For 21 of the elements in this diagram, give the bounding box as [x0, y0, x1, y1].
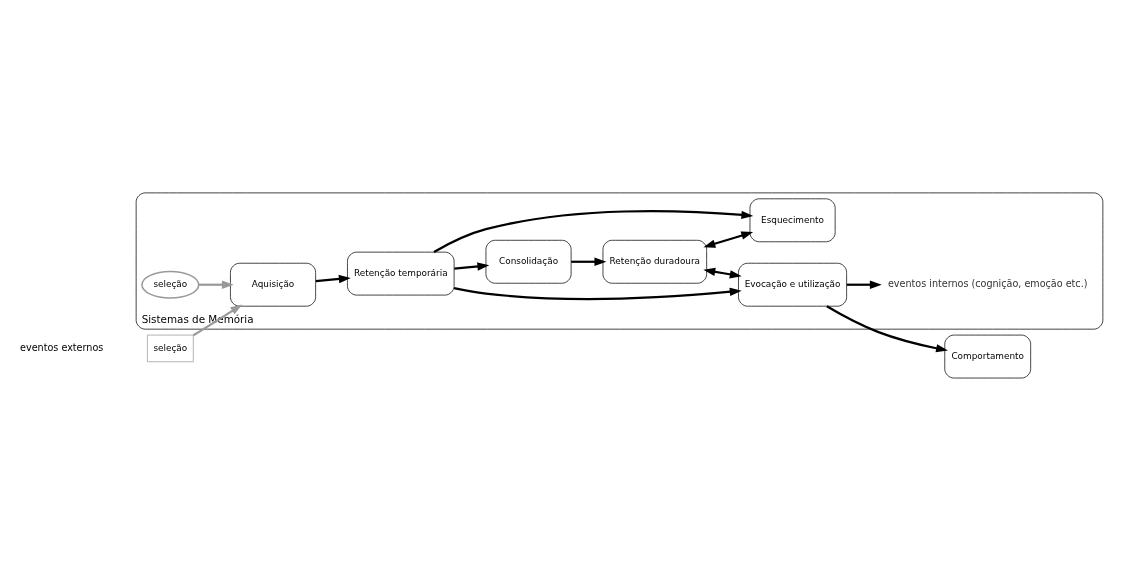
arrow — [198, 280, 234, 289]
node-box: Consolidação — [485, 239, 572, 284]
arrow — [433, 210, 754, 254]
node-box: seleção — [147, 334, 194, 363]
arrow — [571, 257, 607, 266]
node-text: eventos internos (cognição, emoção etc.) — [887, 278, 1088, 290]
arrow — [454, 262, 490, 271]
arrow — [846, 280, 882, 289]
node-box: Esquecimento — [749, 198, 836, 243]
arrow — [703, 231, 754, 248]
arrow — [315, 274, 351, 284]
node-box: Comportamento — [944, 334, 1032, 379]
arrow — [453, 286, 742, 300]
node-box: Evocação e utilização — [738, 262, 847, 307]
node-box: Retenção duradoura — [602, 239, 707, 284]
label: eventos externos — [20, 341, 104, 353]
arrow — [826, 305, 948, 353]
node-ellipse: seleção — [141, 270, 200, 299]
node-box: Retenção temporária — [347, 251, 455, 296]
arrow — [192, 304, 243, 337]
node-box: Aquisição — [230, 262, 316, 307]
